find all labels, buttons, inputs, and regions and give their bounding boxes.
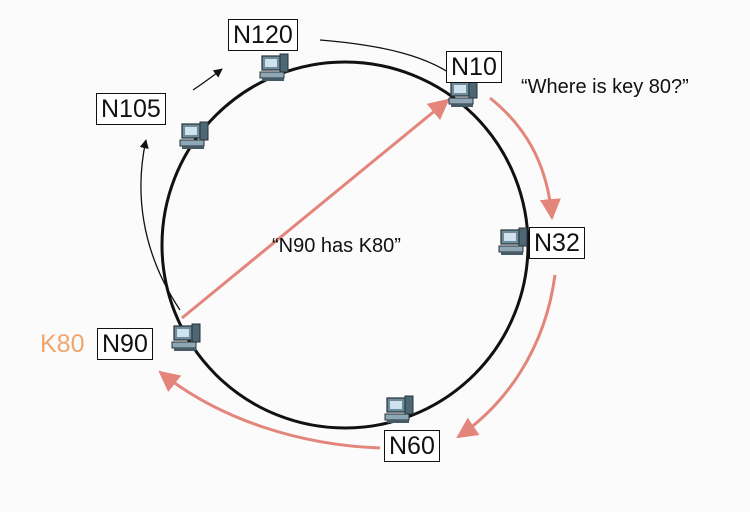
key-label-k80: K80 bbox=[40, 330, 85, 358]
node-label-n105: N105 bbox=[96, 93, 166, 125]
node-label-n60: N60 bbox=[384, 430, 440, 462]
computer-icon bbox=[179, 121, 209, 150]
query-caption: “Where is key 80?” bbox=[521, 76, 689, 98]
ring bbox=[160, 60, 530, 430]
arrow-n90-to-n105 bbox=[139, 139, 181, 311]
lookup-arrow-n10-to-n32 bbox=[489, 96, 561, 221]
lookup-arrow-n32-to-n60 bbox=[456, 274, 557, 439]
computer-icon bbox=[448, 79, 478, 108]
computer-icon bbox=[259, 53, 289, 82]
computer-icon bbox=[498, 227, 528, 256]
node-label-n10: N10 bbox=[446, 51, 502, 83]
reply-arrow-n90-to-n10 bbox=[181, 98, 450, 320]
node-label-n120: N120 bbox=[228, 19, 298, 51]
lookup-arrow-n60-to-n90 bbox=[158, 370, 381, 450]
computer-icon bbox=[384, 395, 414, 424]
arrow-n105-to-n120 bbox=[192, 68, 223, 91]
reply-caption: “N90 has K80” bbox=[272, 235, 401, 257]
node-label-n32: N32 bbox=[529, 227, 585, 259]
node-label-n90: N90 bbox=[97, 328, 153, 360]
computer-icon bbox=[171, 323, 201, 352]
